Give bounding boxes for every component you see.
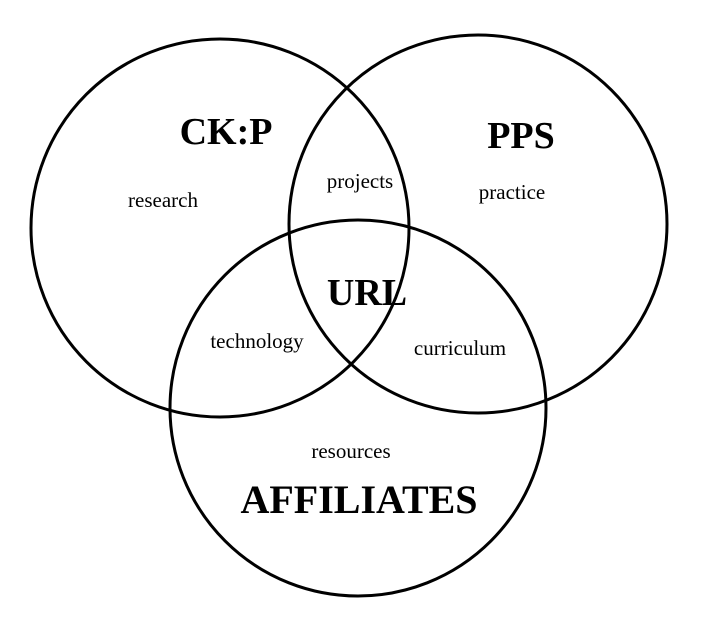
region-label-practice: practice bbox=[479, 180, 545, 204]
region-label-research: research bbox=[128, 188, 198, 212]
center-label-url: URL bbox=[327, 272, 407, 314]
region-label-technology: technology bbox=[210, 329, 304, 353]
affiliates-circle bbox=[168, 218, 548, 598]
ckp-circle bbox=[29, 37, 411, 419]
set-title-affiliates: AFFILIATES bbox=[240, 477, 477, 522]
set-title-ckp: CK:P bbox=[180, 111, 273, 153]
region-label-projects: projects bbox=[327, 169, 393, 193]
region-label-curriculum: curriculum bbox=[414, 336, 506, 360]
pps-circle bbox=[287, 33, 669, 415]
set-title-pps: PPS bbox=[487, 115, 555, 157]
region-label-resources: resources bbox=[311, 439, 390, 463]
